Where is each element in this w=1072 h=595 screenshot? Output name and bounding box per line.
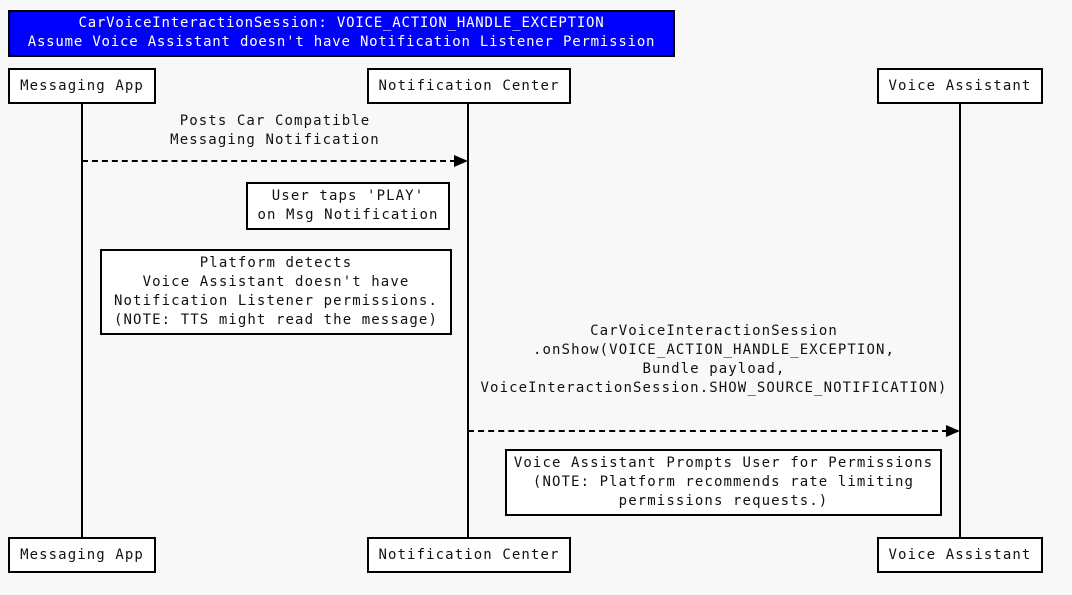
message-2-line-3: Bundle payload, — [642, 361, 786, 377]
note-voice-assistant-prompts: Voice Assistant Prompts User for Permiss… — [505, 449, 942, 516]
actor-box-notification-center-top: Notification Center — [367, 68, 571, 104]
note-platform-detects: Platform detects Voice Assistant doesn't… — [100, 249, 452, 335]
note-platform-detects-line-2: Voice Assistant doesn't have — [142, 274, 410, 290]
note-voice-assistant-prompts-line-1: Voice Assistant Prompts User for Permiss… — [513, 455, 934, 471]
message-1-arrowhead-icon — [454, 155, 468, 167]
message-2-arrowhead-icon — [946, 425, 960, 437]
note-voice-assistant-prompts-line-3: permissions requests.) — [618, 493, 829, 509]
actor-box-messaging-app-top: Messaging App — [8, 68, 156, 104]
message-1-label: Posts Car Compatible Messaging Notificat… — [82, 112, 468, 150]
lifeline-messaging-app — [81, 104, 83, 537]
actor-box-messaging-app-bottom: Messaging App — [8, 537, 156, 573]
lifeline-voice-assistant — [959, 104, 961, 537]
message-2-line-2: .onShow(VOICE_ACTION_HANDLE_EXCEPTION, — [532, 342, 896, 358]
message-2-arrow — [468, 430, 948, 432]
diagram-title-line-2: Assume Voice Assistant doesn't have Noti… — [27, 34, 656, 50]
message-2-line-4: VoiceInteractionSession.SHOW_SOURCE_NOTI… — [480, 380, 948, 396]
note-user-taps-play-line-2: on Msg Notification — [257, 207, 439, 223]
diagram-title: CarVoiceInteractionSession: VOICE_ACTION… — [8, 10, 675, 57]
message-1-line-1: Posts Car Compatible — [179, 113, 371, 129]
note-voice-assistant-prompts-line-2: (NOTE: Platform recommends rate limiting — [532, 474, 915, 490]
note-platform-detects-line-3: Notification Listener permissions. — [114, 293, 438, 309]
actor-box-voice-assistant-bottom: Voice Assistant — [877, 537, 1043, 573]
note-user-taps-play: User taps 'PLAY' on Msg Notification — [246, 182, 450, 230]
note-platform-detects-line-4: (NOTE: TTS might read the message) — [114, 312, 438, 328]
actor-box-notification-center-bottom: Notification Center — [367, 537, 571, 573]
message-1-arrow — [82, 160, 456, 162]
diagram-title-line-1: CarVoiceInteractionSession: VOICE_ACTION… — [78, 15, 605, 31]
message-2-label: CarVoiceInteractionSession .onShow(VOICE… — [468, 322, 960, 398]
message-2-line-1: CarVoiceInteractionSession — [590, 323, 838, 339]
actor-box-voice-assistant-top: Voice Assistant — [877, 68, 1043, 104]
note-platform-detects-line-1: Platform detects — [199, 255, 353, 271]
message-1-line-2: Messaging Notification — [170, 132, 380, 148]
note-user-taps-play-line-1: User taps 'PLAY' — [271, 188, 425, 204]
lifeline-notification-center — [467, 104, 469, 537]
